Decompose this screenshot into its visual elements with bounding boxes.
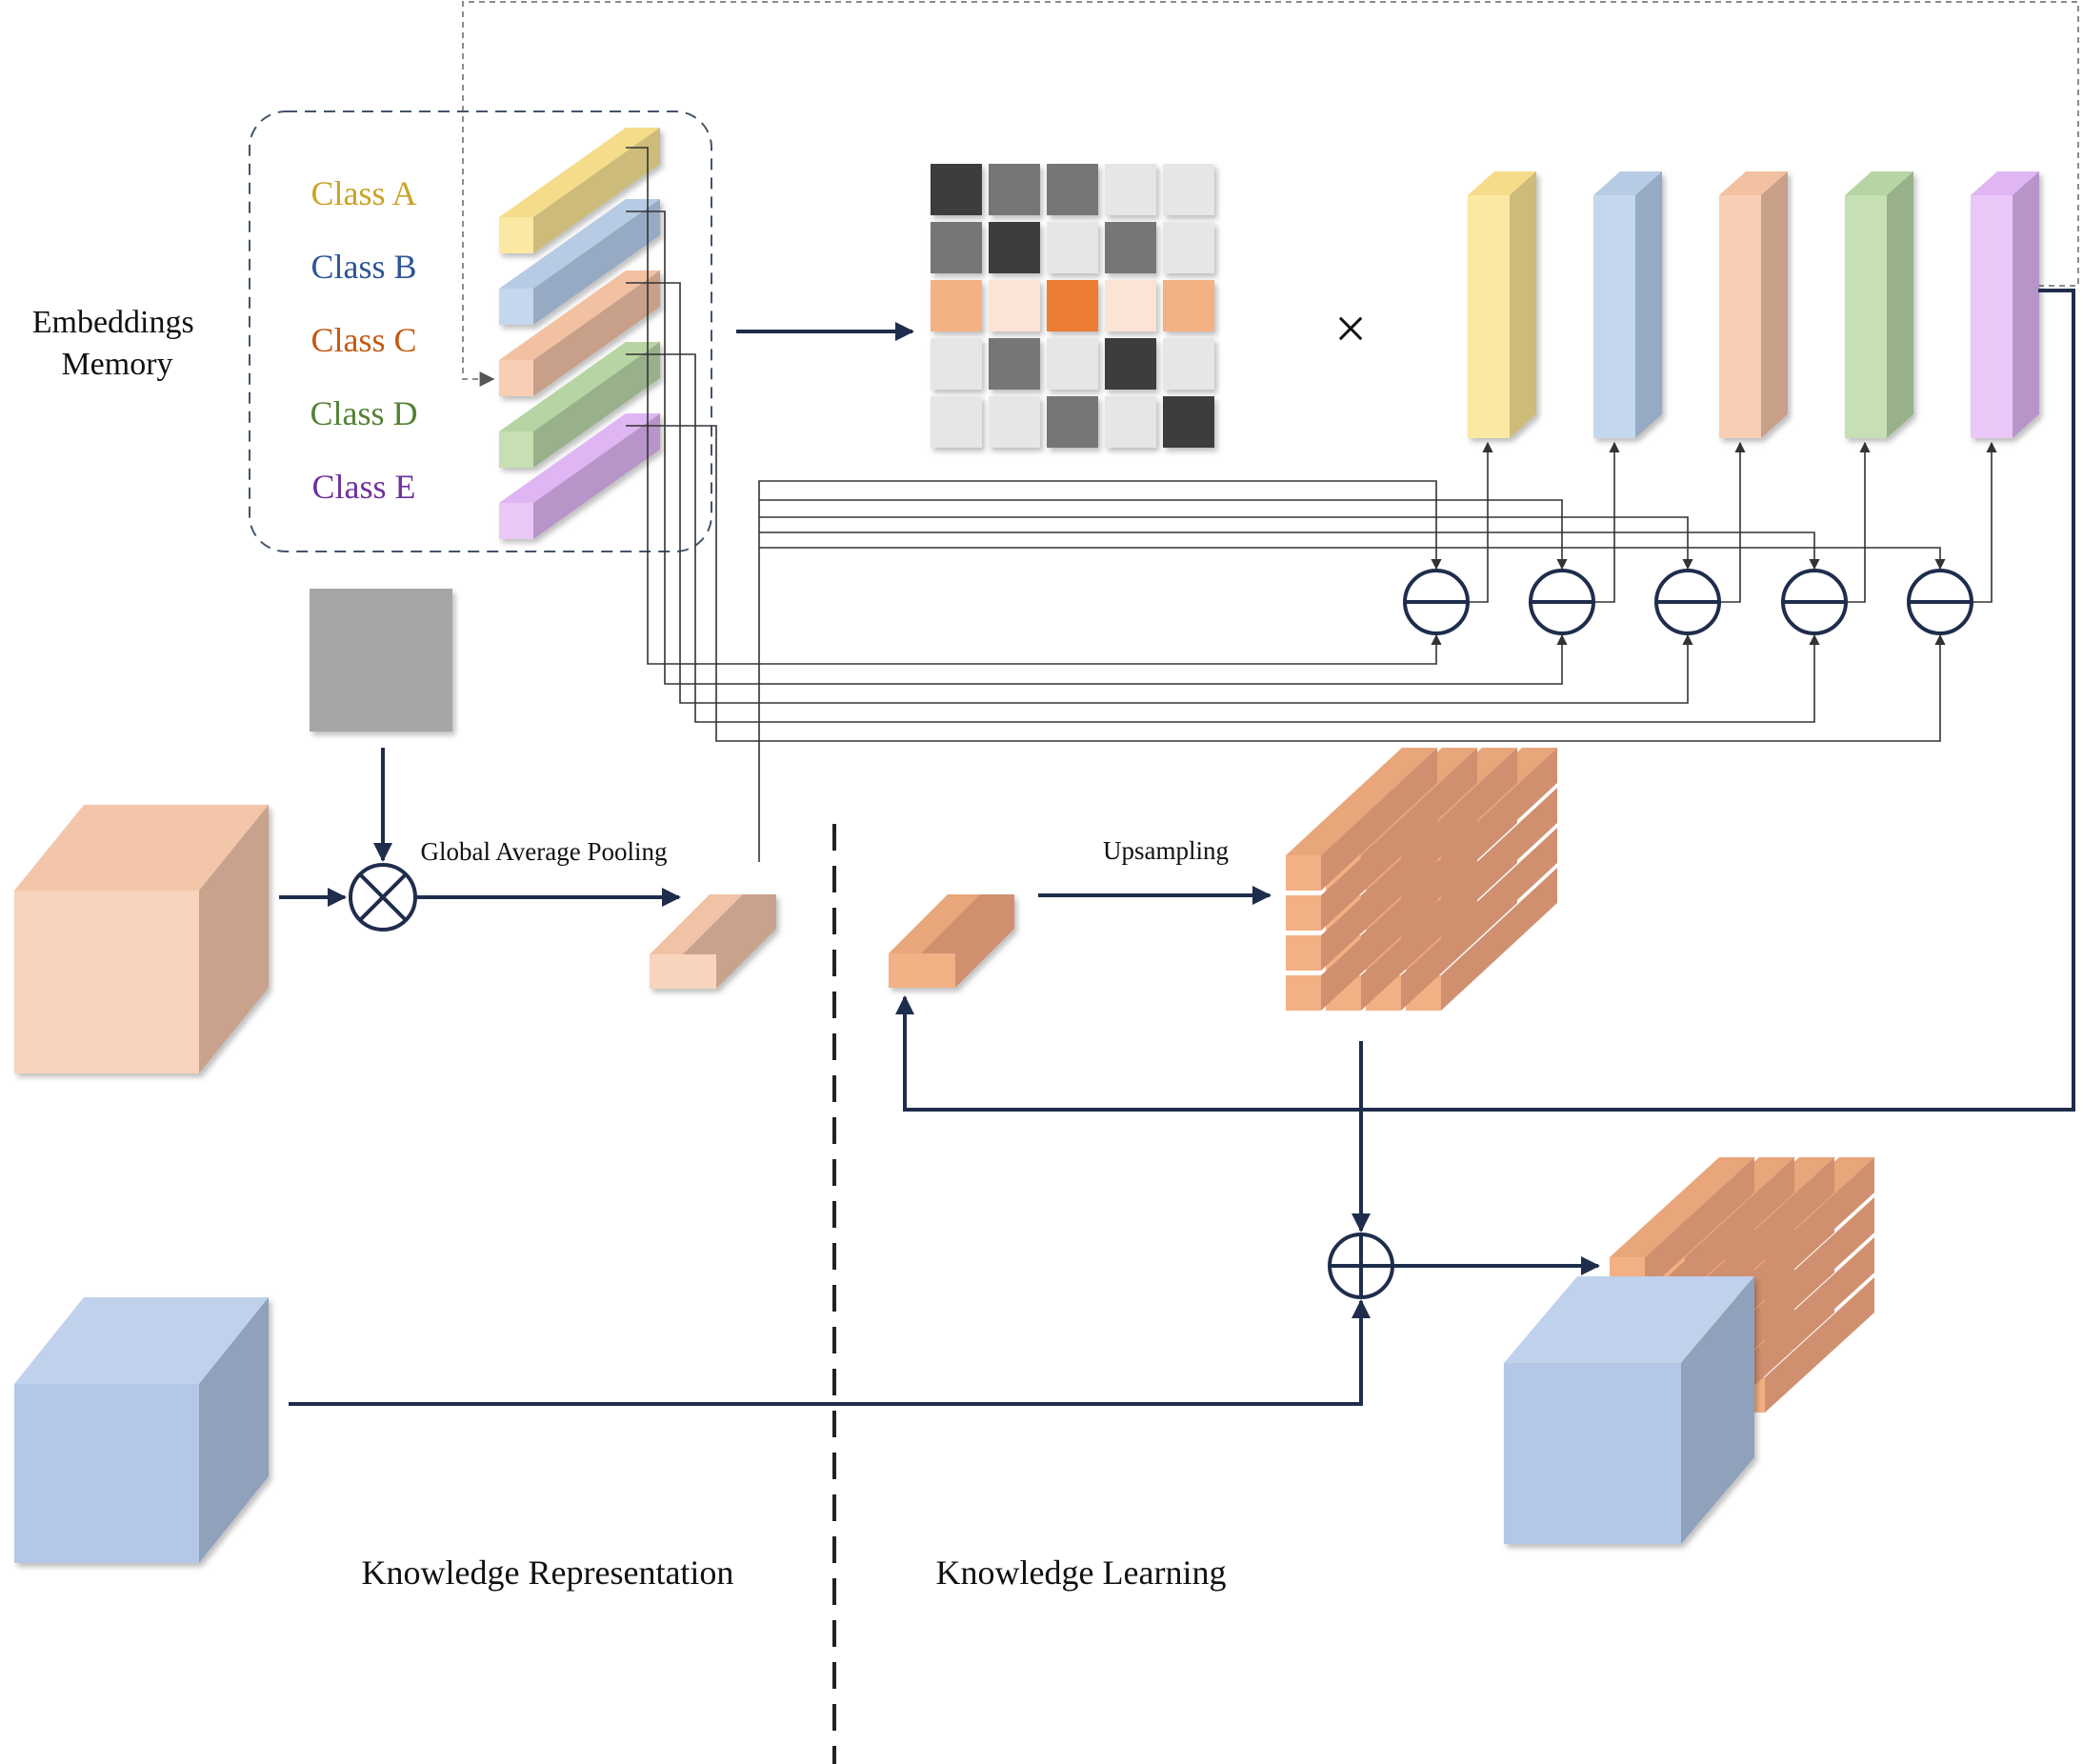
class-labels: Class A Class B Class C Class D Class E	[310, 174, 417, 506]
class-label: Class D	[310, 394, 417, 432]
subtract-icon	[1907, 569, 1973, 635]
matrix-cell	[1163, 164, 1214, 215]
matrix-cell	[1105, 396, 1156, 448]
matrix-cell	[989, 280, 1040, 331]
blue-to-add-line	[289, 1299, 1371, 1406]
matrix-cell	[931, 164, 982, 215]
multiply-icon: ×	[1334, 297, 1367, 360]
matrix-cell	[1163, 222, 1214, 273]
embeddings-memory-box	[249, 110, 712, 552]
class-weight-bar	[1468, 171, 1536, 438]
similarity-matrix	[931, 164, 1214, 448]
matrix-cell	[931, 222, 982, 273]
class-weight-bar	[1845, 171, 1913, 438]
class-weight-bar	[1593, 171, 1662, 438]
class-weight-bar	[1719, 171, 1788, 438]
gap-label: Global Average Pooling	[421, 837, 668, 866]
matrix-cell	[1163, 396, 1214, 448]
matrix-cell	[931, 396, 982, 448]
mask-square	[310, 589, 452, 732]
matrix-cell	[1047, 222, 1098, 273]
grid-cell	[1286, 788, 1437, 931]
upsampling-label: Upsampling	[1103, 836, 1229, 865]
class-embedding-bar	[499, 342, 660, 468]
matrix-cell	[989, 338, 1040, 390]
elementwise-multiply-icon	[349, 863, 417, 932]
memory-wiring	[626, 147, 1946, 862]
class-embedding-bar	[499, 271, 660, 396]
matrix-cell	[989, 222, 1040, 273]
matrix-cell	[931, 338, 982, 390]
pooled-vector	[650, 894, 776, 989]
knowledge-learning-label: Knowledge Learning	[936, 1554, 1227, 1592]
class-label: Class B	[310, 248, 416, 286]
class-label: Class E	[311, 468, 415, 506]
class-label: Class A	[310, 174, 416, 212]
class-label: Class C	[310, 321, 416, 359]
subtraction-output-lines	[1469, 441, 1997, 603]
knowledge-representation-label: Knowledge Representation	[362, 1554, 734, 1592]
add-icon	[1328, 1233, 1394, 1299]
memory-update-dashed-line	[462, 1, 2079, 387]
subtract-icon	[1529, 569, 1595, 635]
matrix-cell	[989, 396, 1040, 448]
matrix-cell	[1105, 280, 1156, 331]
matrix-cell	[1105, 338, 1156, 390]
class-embedding-bar	[499, 199, 660, 325]
matrix-cell	[931, 280, 982, 331]
class-weight-bar	[1971, 171, 2039, 438]
output-cube-blue	[1504, 1276, 1754, 1544]
class-embedding-bar	[499, 128, 660, 253]
grid-cell	[1286, 868, 1437, 1011]
matrix-cell	[1047, 280, 1098, 331]
upsampled-feature-grid	[1286, 748, 1557, 1011]
feature-cube-peach	[14, 805, 269, 1073]
return-path-line	[895, 289, 2075, 1112]
feature-cube-blue	[14, 1297, 269, 1563]
class-weight-bars	[1468, 171, 2039, 438]
matrix-cell	[1105, 164, 1156, 215]
subtract-icon	[1403, 569, 1470, 635]
matrix-cell	[1105, 222, 1156, 273]
embeddings-memory-label: Embeddings Memory	[32, 305, 202, 382]
class-embedding-bar	[499, 413, 660, 539]
subtraction-operators	[1403, 569, 1973, 635]
class-embedding-bars	[499, 128, 660, 539]
matrix-cell	[1163, 338, 1214, 390]
learned-vector	[889, 894, 1014, 988]
matrix-cell	[989, 164, 1040, 215]
subtract-icon	[1781, 569, 1848, 635]
matrix-cell	[1163, 280, 1214, 331]
subtract-icon	[1654, 569, 1721, 635]
grid-cell	[1286, 748, 1437, 891]
matrix-cell	[1047, 396, 1098, 448]
matrix-cell	[1047, 338, 1098, 390]
grid-cell	[1286, 828, 1437, 971]
matrix-cell	[1047, 164, 1098, 215]
